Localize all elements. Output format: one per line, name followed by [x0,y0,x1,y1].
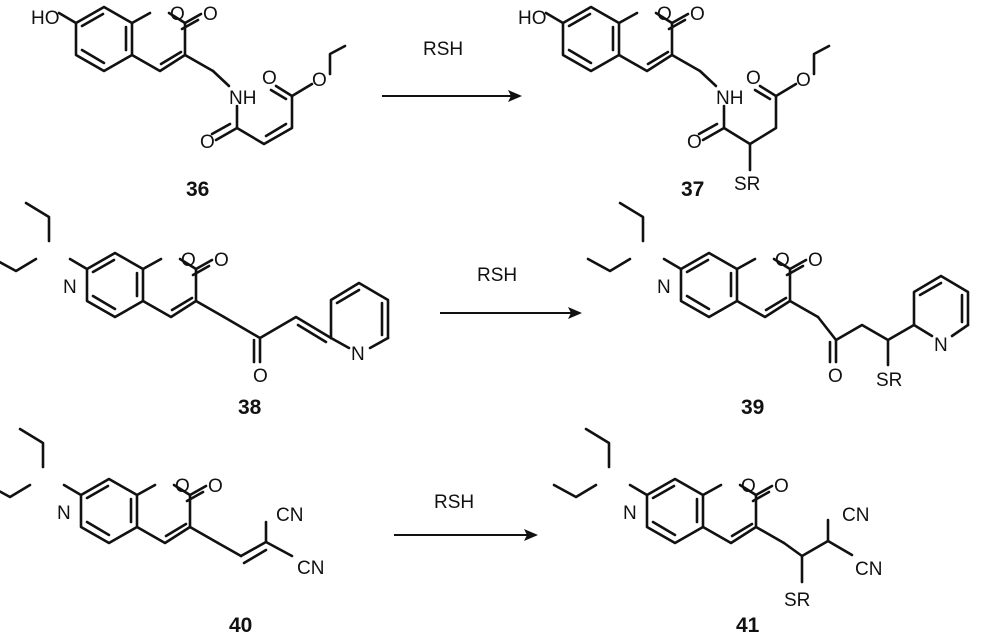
reagent-label-3: RSH [434,492,474,513]
reaction-arrow-1: RSH [382,39,522,102]
nitrile-2-label: CN [855,559,882,580]
amide-nh-label: NH [716,88,743,109]
compound-number-38: 38 [238,396,262,419]
compound-number-39: 39 [741,396,764,419]
hydroxy-label: HO [518,8,547,29]
amine-n-label: N [63,277,77,298]
ring-oxygen-label: O [170,4,185,25]
carbonyl-oxygen-label: O [203,4,218,25]
carbonyl-oxygen-label: O [690,4,705,25]
thioether-label: SR [734,174,760,195]
pyridine-n-label: N [934,335,948,356]
reaction-arrow-2: RSH [440,265,582,319]
compound-number-37: 37 [681,178,704,201]
reagent-label-2: RSH [477,265,517,286]
thioether-label: SR [876,370,902,391]
compound-40: N O O CN CN 40 [0,427,324,637]
carbonyl-oxygen-label: O [208,476,223,497]
thioether-label: SR [784,590,810,611]
reagent-label-1: RSH [423,39,463,60]
hydroxy-label: HO [31,8,60,29]
amine-n-label: N [57,503,71,524]
amide-oxygen-label: O [200,132,215,153]
nitrile-label: CN [842,505,869,526]
carbonyl-oxygen-label: O [774,476,789,497]
compound-36: HO O O NH O O O 36 [31,4,347,201]
amine-n-label: N [623,503,637,524]
compound-number-41: 41 [736,614,760,637]
ring-oxygen-label: O [181,250,196,271]
ring-oxygen-label: O [741,476,756,497]
amide-oxygen-label: O [687,132,702,153]
ring-oxygen-label: O [775,250,790,271]
ester-oxygen-2-label: O [796,70,811,91]
amine-n-label: N [657,277,671,298]
ketone-oxygen-label: O [253,366,268,387]
compound-number-36: 36 [186,178,209,201]
ester-oxygen-2-label: O [312,70,327,91]
compound-38: N O O O N 38 [0,201,390,419]
nitrile-label: CN [276,505,303,526]
amide-nh-label: NH [229,88,256,109]
ester-oxygen-label: O [262,68,277,89]
carbonyl-oxygen-label: O [214,250,229,271]
ester-oxygen-label: O [746,68,761,89]
pyridine-n-label: N [351,344,365,365]
carbonyl-oxygen-label: O [808,250,823,271]
compound-39: N O O O SR N 39 [586,201,970,419]
compound-number-40: 40 [229,614,252,637]
compound-41: N O O SR CN CN 41 [552,427,882,637]
reaction-arrow-3: RSH [394,492,538,541]
ketone-oxygen-label: O [828,366,843,387]
ring-oxygen-label: O [175,476,190,497]
nitrile-2-label: CN [297,558,324,579]
ring-oxygen-label: O [657,4,672,25]
compound-37: HO O O NH O SR O O 37 [518,4,831,201]
